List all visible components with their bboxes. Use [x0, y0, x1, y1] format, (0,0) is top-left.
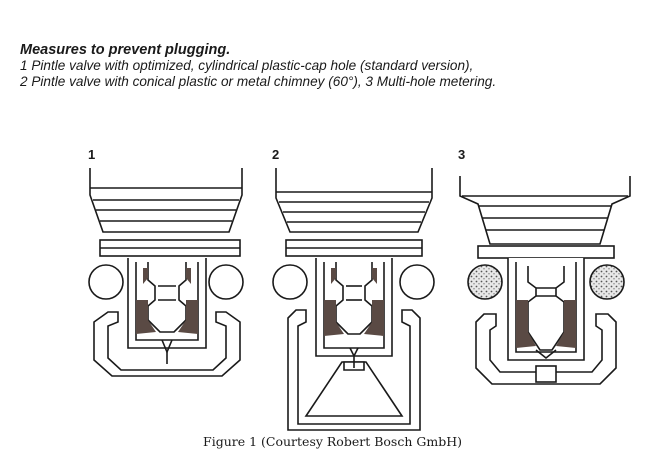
figure-credit: Figure 1 (Courtesy Robert Bosch GmbH): [203, 434, 462, 449]
valve-number-1: 1: [88, 147, 96, 162]
valve-2: [272, 168, 435, 431]
caption-line-2: 2 Pintle valve with conical plastic or m…: [20, 74, 497, 89]
o-ring-right: [399, 264, 435, 300]
o-ring-right: [589, 264, 625, 300]
caption-heading: Measures to prevent plugging.: [20, 42, 231, 58]
o-ring-left: [467, 264, 503, 300]
o-ring-right: [208, 264, 244, 300]
valve-number-3: 3: [458, 147, 466, 162]
valve-3: [459, 176, 631, 385]
o-ring-left: [88, 264, 124, 300]
valve-number-2: 2: [272, 147, 280, 162]
figure-caption-block: Measures to prevent plugging. 1 Pintle v…: [20, 42, 650, 90]
caption-line-1: 1 Pintle valve with optimized, cylindric…: [20, 58, 474, 73]
valve-1: [88, 168, 244, 377]
o-ring-left: [272, 264, 308, 300]
